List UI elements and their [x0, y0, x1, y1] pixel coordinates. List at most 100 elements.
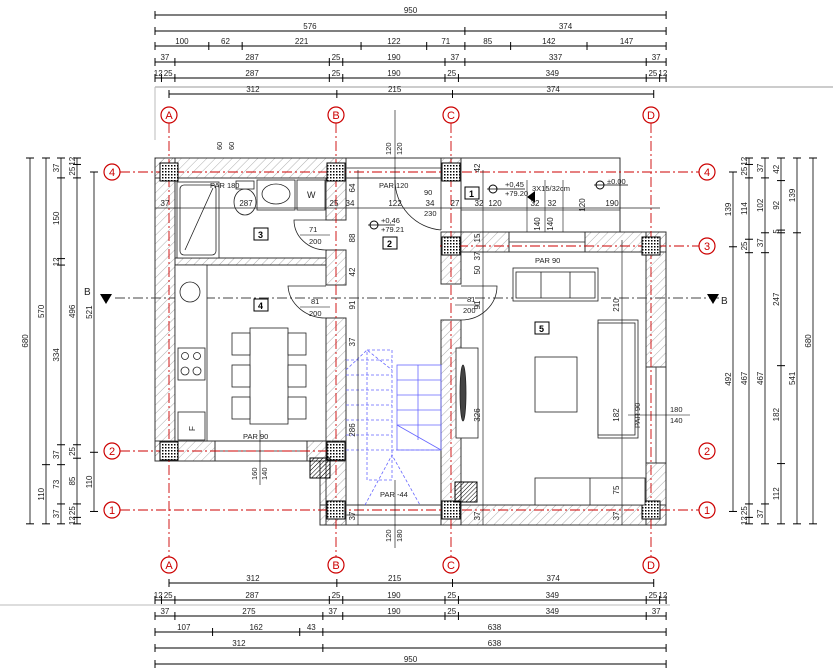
dimension-value: 37: [756, 238, 765, 247]
axis-label-C: C: [447, 110, 455, 122]
inner-dimension-value: 32: [531, 199, 540, 208]
inner-dimension-value: 122: [388, 199, 402, 208]
door-width: 81: [311, 297, 319, 306]
dimension-value: 950: [404, 655, 418, 664]
dimension-value: 12: [52, 257, 61, 266]
dimension-value: 12: [658, 69, 667, 78]
window-height: 140: [670, 416, 683, 425]
inner-dimension-value: 326: [473, 408, 482, 422]
dimension-value: 287: [245, 69, 259, 78]
axis-label-A-circle: [160, 106, 178, 124]
dimension-value: 680: [804, 334, 813, 348]
tv: [459, 364, 467, 422]
column: [159, 441, 179, 461]
inner-dimension-value: 286: [348, 423, 357, 437]
dimension-value: 25: [164, 69, 173, 78]
inner-dimension-value: 210: [612, 298, 621, 312]
dimension-value: 247: [772, 292, 781, 306]
dimension-value: 190: [387, 69, 401, 78]
dimension-value: 275: [242, 607, 256, 616]
wall-top-left: [154, 157, 347, 179]
dimension-value: 114: [740, 202, 749, 215]
dimension-value: 12: [154, 69, 163, 78]
inner-dimension-value: 42: [473, 163, 482, 172]
opening-labels: 71 200 81 200 81 200 90 230 160 140 120 …: [215, 110, 690, 548]
dimension-value: 190: [387, 607, 401, 616]
dimension-value: 12: [740, 156, 749, 165]
dimension-value: 337: [549, 53, 563, 62]
axis-label-3-circle: [698, 237, 716, 255]
inner-dimension-value: 27: [451, 199, 460, 208]
dimension-value: 349: [546, 591, 560, 600]
dimension-value: 312: [246, 574, 260, 583]
inner-dimension-value: 140: [533, 217, 542, 231]
door-width: 90: [424, 188, 432, 197]
column: [326, 500, 346, 520]
dimension-value: 37: [328, 607, 337, 616]
window-width: 120: [384, 142, 393, 155]
axis-label-4: 4: [109, 167, 115, 179]
dimension-value: 71: [441, 37, 450, 46]
dimension-value: 100: [175, 37, 189, 46]
level-label: +0,45: [505, 180, 524, 189]
column: [159, 162, 179, 182]
dimension-value: 215: [388, 85, 402, 94]
inner-dimension-value: 32: [548, 199, 557, 208]
dimension-value: 43: [307, 623, 316, 632]
axis-grid: [120, 123, 699, 557]
axis-label-B-circle: [327, 106, 345, 124]
axis-label-1-circle: [103, 501, 121, 519]
hob: [177, 347, 206, 381]
dimension-value: 25: [740, 166, 749, 175]
kitchen-furniture: [174, 264, 307, 442]
axis-label-3: 3: [704, 241, 710, 253]
section-label-left: B: [84, 287, 91, 298]
axis-label-C-circle: [442, 106, 460, 124]
room-number-1: 1: [469, 189, 474, 199]
door-bathroom: [293, 219, 327, 251]
room-number-5: 5: [539, 324, 544, 334]
dimension-value: 25: [332, 53, 341, 62]
doors: [287, 179, 498, 321]
dimension-value: 287: [245, 53, 259, 62]
dim-label: 60: [227, 142, 236, 150]
sill-label: PAR 90: [243, 432, 268, 441]
dimension-value: 37: [52, 450, 61, 459]
inner-dimension-value: 37: [348, 511, 357, 520]
dimension-value: 102: [756, 198, 765, 212]
window-height: 120: [395, 142, 404, 155]
sill-label: PAR 90: [633, 403, 642, 428]
axis-label-2-circle: [698, 442, 716, 460]
inner-dimension-value: 34: [346, 199, 355, 208]
dimension-value: 107: [177, 623, 191, 632]
dimension-value: 25: [648, 69, 657, 78]
dimension-value: 25: [164, 591, 173, 600]
column: [326, 162, 346, 182]
toilet-tank: [235, 180, 255, 190]
dimension-value: 37: [52, 509, 61, 518]
dimension-value: 492: [724, 372, 733, 386]
dimension-value: 12: [658, 591, 667, 600]
inner-dimension-value: 37: [473, 251, 482, 260]
dimension-value: 37: [652, 607, 661, 616]
inner-dimension-value: 37: [473, 511, 482, 520]
dimension-value: 25: [740, 241, 749, 250]
section-marker-left-icon: [100, 294, 112, 304]
axis-label-C-circle: [442, 556, 460, 574]
axis-label-B: B: [332, 560, 339, 572]
dimension-value: 92: [772, 200, 781, 209]
axis-label-1: 1: [704, 505, 710, 517]
dimension-value: 110: [37, 487, 46, 500]
level-label: +79.20: [505, 189, 528, 198]
column: [326, 441, 346, 461]
axis-label-B: B: [332, 110, 339, 122]
dimension-value: 374: [546, 574, 560, 583]
axis-label-D: D: [647, 560, 655, 572]
dimension-value: 950: [404, 6, 418, 15]
dimension-value: 334: [52, 348, 61, 362]
inner-dimension-value: 32: [475, 199, 484, 208]
room-tags: 1 2 3 4 5: [253, 186, 550, 335]
